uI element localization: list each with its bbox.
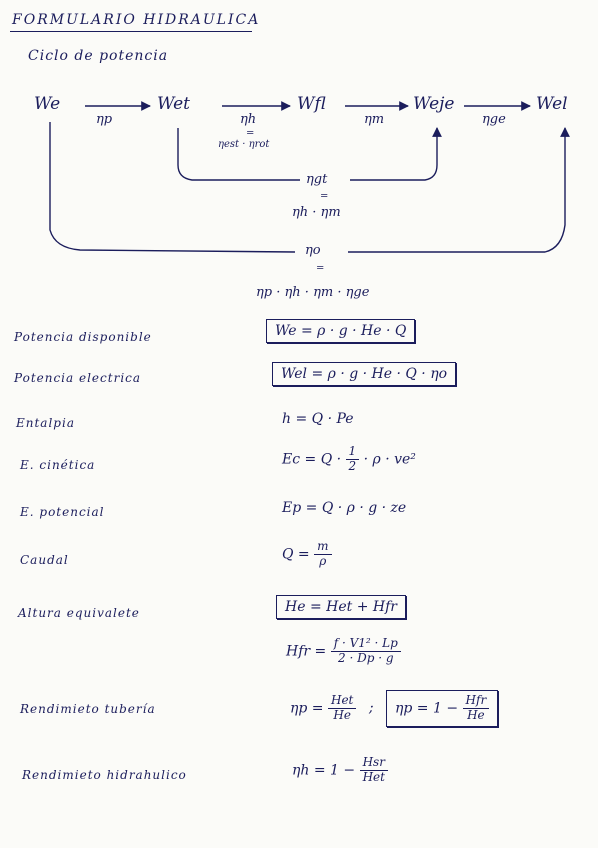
formula-caudal: Q = m ρ bbox=[282, 539, 332, 569]
formula-np-boxed-pre: ηp = 1 − bbox=[395, 700, 459, 717]
label-potencia-disponible: Potencia disponible bbox=[14, 330, 152, 344]
eff-ngt: ηgt bbox=[306, 172, 328, 187]
eff-nh-eq: = bbox=[246, 128, 255, 139]
label-caudal: Caudal bbox=[20, 553, 69, 567]
formula-rendimiento-hidraulico: ηh = 1 − Hsr Het bbox=[292, 755, 388, 785]
label-energia-cinetica: E. cinética bbox=[20, 458, 96, 472]
eff-nh-def: ηest · ηrot bbox=[218, 139, 270, 150]
eff-no-eq: = bbox=[316, 263, 325, 274]
fraction-num: Het bbox=[327, 693, 357, 709]
label-energia-potencial: E. potencial bbox=[20, 505, 105, 519]
formula-separator: ; bbox=[368, 700, 374, 717]
eff-nge: ηge bbox=[482, 112, 506, 127]
formula-energia-cinetica-pre: Ec = Q · bbox=[282, 451, 342, 468]
label-rendimiento-tuberia: Rendimieto tubería bbox=[20, 702, 156, 716]
formula-np-pre: ηp = bbox=[290, 700, 324, 717]
eff-no: ηo bbox=[305, 243, 321, 258]
fraction-den: He bbox=[333, 707, 351, 722]
fraction-den: ρ bbox=[319, 553, 327, 568]
formula-potencia-disponible: We = ρ · g · He · Q bbox=[266, 319, 416, 343]
formula-perdidas-friccion: Hfr = f · V1² · Lp 2 · Dp · g bbox=[286, 636, 401, 666]
fraction-darcy: f · V1² · Lp 2 · Dp · g bbox=[330, 636, 401, 666]
ngt-bracket-right bbox=[350, 127, 442, 181]
eff-np: ηp bbox=[96, 112, 113, 127]
ngt-bracket-left bbox=[177, 128, 300, 181]
fraction-one-half: 1 2 bbox=[345, 444, 360, 474]
section-subtitle: Ciclo de potencia bbox=[28, 48, 169, 64]
label-entalpia: Entalpia bbox=[16, 416, 75, 430]
formula-np-boxed: ηp = 1 − Hfr He bbox=[386, 690, 499, 727]
fraction-den: Het bbox=[362, 769, 385, 784]
formula-altura-equivalente: He = Het + Hfr bbox=[276, 595, 406, 619]
fraction-hfr-he: Hfr He bbox=[462, 693, 490, 723]
formula-entalpia: h = Q · Pe bbox=[282, 411, 354, 427]
fraction-den: He bbox=[467, 707, 485, 722]
fraction-m-rho: m ρ bbox=[314, 539, 332, 569]
fraction-num: Hsr bbox=[359, 755, 388, 771]
node-we: We bbox=[34, 94, 61, 114]
eff-ngt-eq: = bbox=[320, 191, 329, 202]
fraction-den: 2 bbox=[348, 458, 357, 473]
fraction-num: 1 bbox=[345, 444, 360, 460]
eff-nh: ηh bbox=[240, 112, 257, 127]
fraction-num: m bbox=[314, 539, 332, 555]
fraction-num: f · V1² · Lp bbox=[330, 636, 401, 652]
title-underline bbox=[10, 31, 252, 32]
formula-nh-pre: ηh = 1 − bbox=[292, 762, 356, 779]
formula-caudal-pre: Q = bbox=[282, 546, 310, 563]
page-title: FORMULARIO HIDRAULICA bbox=[12, 12, 261, 28]
label-altura-equivalente: Altura equivalete bbox=[18, 606, 140, 620]
formula-energia-cinetica-post: · ρ · ve² bbox=[363, 451, 416, 468]
node-weje: Weje bbox=[413, 94, 455, 114]
eff-nm: ηm bbox=[364, 112, 385, 127]
fraction-het-he: Het He bbox=[327, 693, 357, 723]
formula-hfr-pre: Hfr = bbox=[286, 643, 327, 660]
node-wet: Wet bbox=[157, 94, 190, 114]
fraction-den: 2 · Dp · g bbox=[338, 650, 394, 665]
formula-energia-cinetica: Ec = Q · 1 2 · ρ · ve² bbox=[282, 444, 416, 474]
eff-no-def: ηp · ηh · ηm · ηge bbox=[256, 285, 370, 300]
node-wel: Wel bbox=[536, 94, 568, 114]
fraction-hsr-het: Hsr Het bbox=[359, 755, 388, 785]
label-potencia-electrica: Potencia electrica bbox=[14, 371, 142, 385]
eff-ngt-def: ηh · ηm bbox=[292, 205, 341, 220]
formula-energia-potencial: Ep = Q · ρ · g · ze bbox=[282, 500, 407, 516]
no-bracket-right bbox=[348, 127, 570, 253]
fraction-num: Hfr bbox=[462, 693, 490, 709]
formula-rendimiento-tuberia: ηp = Het He ; ηp = 1 − Hfr He bbox=[290, 690, 499, 727]
label-rendimiento-hidraulico: Rendimieto hidrahulico bbox=[22, 768, 187, 782]
node-wfl: Wfl bbox=[297, 94, 326, 114]
formula-potencia-electrica: Wel = ρ · g · He · Q · ηo bbox=[272, 362, 457, 386]
